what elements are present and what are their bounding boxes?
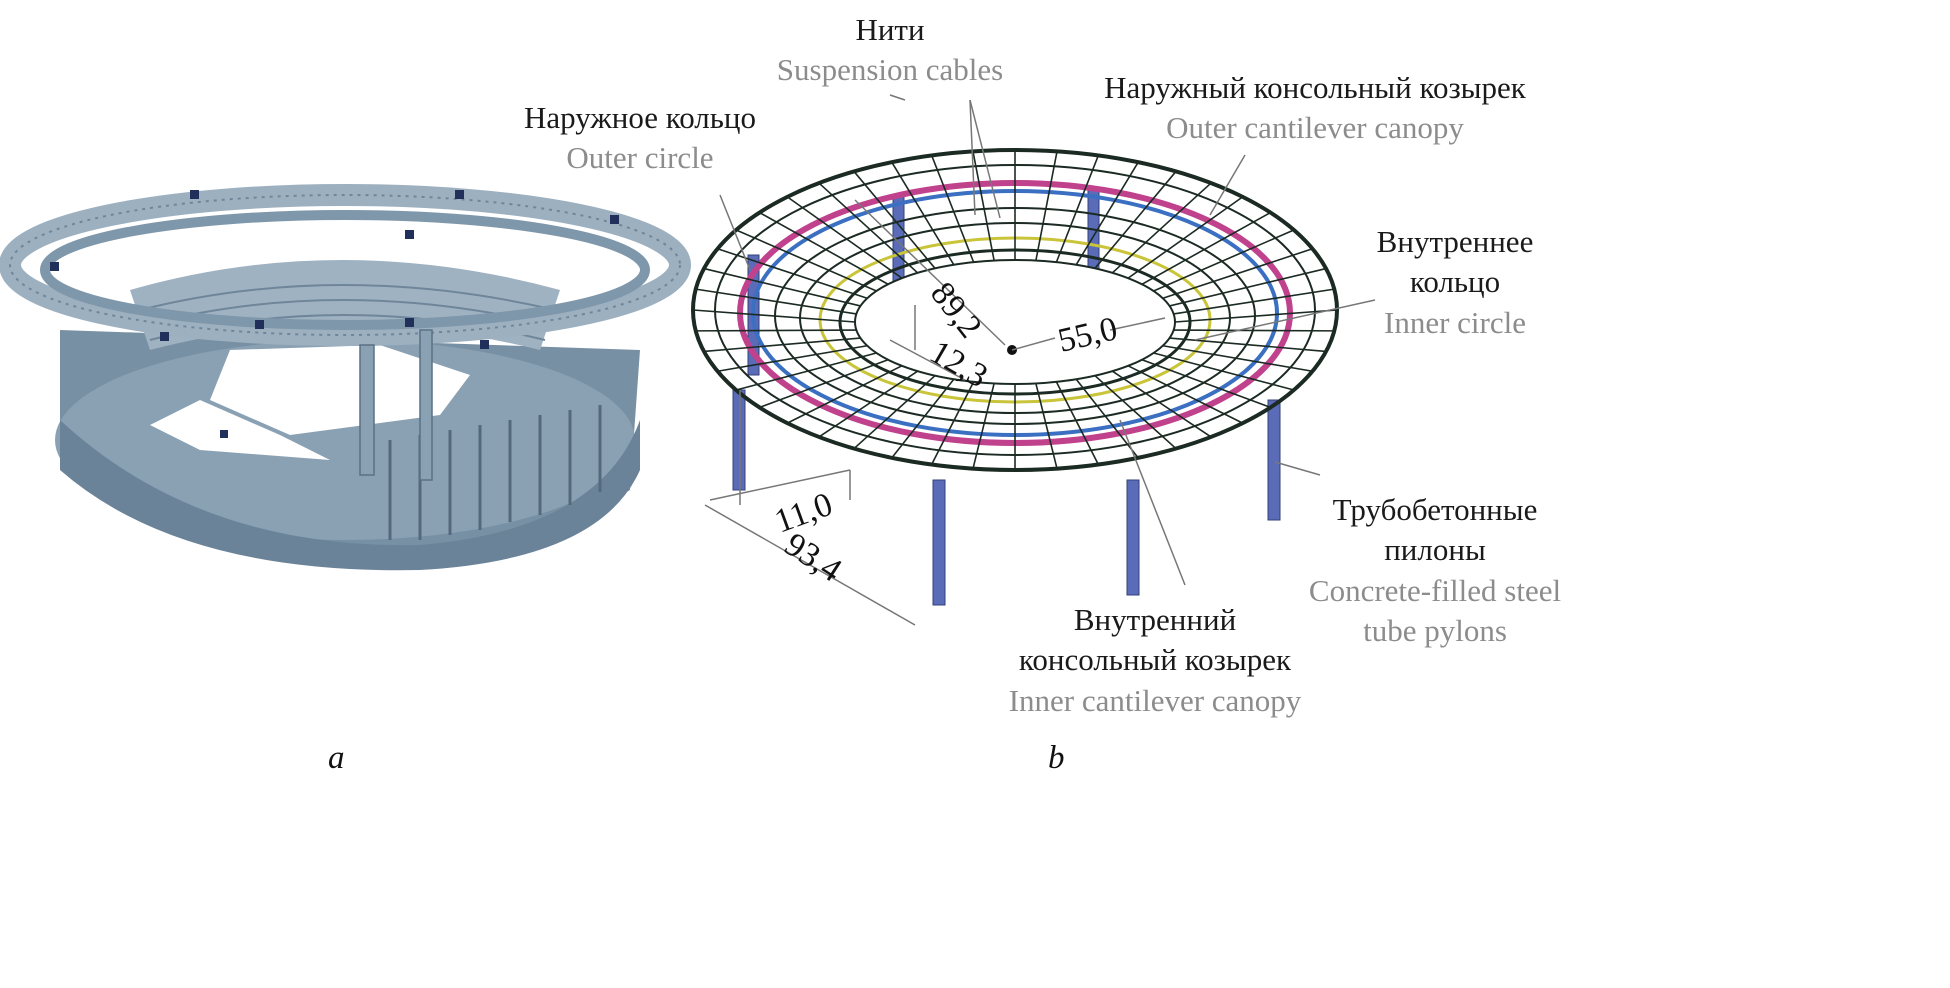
mesh-radial-line: [891, 378, 955, 459]
mesh-radial-line: [1127, 365, 1244, 424]
mesh-radial-line: [1075, 161, 1139, 266]
mesh-radial-line: [786, 365, 903, 424]
mesh-radial-line: [1141, 358, 1271, 409]
label-cables: Нити Suspension cables: [770, 10, 1010, 91]
mesh-radial-line: [818, 370, 919, 438]
mesh-radial-line: [703, 267, 861, 307]
mesh-radial-line: [1162, 248, 1313, 300]
label-outer-ring-ru: Наружное кольцо: [523, 100, 756, 135]
mesh-radial-line: [692, 309, 856, 323]
mesh-radial-line: [1162, 344, 1313, 373]
mesh-radial-line: [1153, 352, 1295, 391]
label-outer-canopy-ru: Наружный консольный козырек: [1104, 70, 1526, 105]
label-cables-ru: Нити: [855, 12, 925, 47]
mesh-radial-line: [1174, 309, 1338, 323]
mesh-radial-line: [1075, 378, 1139, 459]
panel-label-a: a: [328, 740, 345, 776]
label-pylons: Трубобетонные пилоны Concrete-filled ste…: [1300, 490, 1570, 651]
label-inner-canopy-en: Inner cantilever canopy: [1008, 682, 1302, 718]
label-outer-ring-en: Outer circle: [566, 140, 714, 176]
label-inner-canopy-ru2: консольный козырек: [1018, 642, 1292, 678]
mesh-radial-line: [695, 288, 857, 315]
mesh-radial-line: [786, 196, 903, 279]
mesh-radial-line: [1153, 229, 1295, 292]
mesh-radial-line: [759, 358, 889, 409]
mesh-radial-line: [717, 344, 868, 373]
label-cables-en: Suspension cables: [776, 52, 1004, 88]
mesh-radial-line: [1173, 288, 1335, 315]
mesh-radial-line: [1055, 381, 1100, 465]
mesh-radial-line: [1094, 375, 1177, 450]
label-inner-ring-en: Inner circle: [1384, 304, 1526, 340]
mesh-radial-line: [930, 381, 975, 465]
mesh-radial-line: [1035, 151, 1058, 261]
mesh-radial-line: [735, 352, 877, 391]
pylon: [932, 479, 946, 606]
mesh-radial-line: [972, 383, 995, 469]
mesh-radial-line: [1094, 170, 1177, 269]
label-outer-canopy-en: Outer cantilever canopy: [1166, 110, 1464, 146]
pylon: [1267, 399, 1281, 521]
mesh-radial-line: [735, 229, 877, 292]
label-inner-canopy: Внутренний консольный козырек Inner cant…: [1000, 600, 1310, 721]
mesh-radial-line: [1055, 155, 1100, 263]
label-inner-ring: Внутреннее кольцо Inner circle: [1365, 222, 1545, 343]
label-inner-ring-ru2: кольцо: [1409, 264, 1501, 300]
mesh-radial-line: [1111, 182, 1212, 274]
mesh-radial-line: [1169, 267, 1327, 307]
pylon: [1126, 479, 1140, 596]
panel-label-b: b: [1048, 740, 1065, 776]
mesh-radial-line: [930, 155, 975, 263]
label-outer-ring: Наружное кольцо Outer circle: [515, 98, 765, 179]
mesh-radial-line: [759, 211, 889, 285]
mesh-radial-line: [1173, 329, 1335, 332]
label-pylons-ru1: Трубобетонные: [1332, 492, 1538, 527]
mesh-radial-line: [972, 151, 995, 261]
label-pylons-en1: Concrete-filled steel: [1308, 572, 1562, 608]
label-inner-ring-ru1: Внутреннее: [1376, 224, 1534, 259]
label-inner-canopy-ru1: Внутренний: [1073, 602, 1237, 637]
mesh-radial-line: [1169, 337, 1327, 353]
mesh-radial-line: [853, 375, 936, 450]
mesh-radial-line: [891, 161, 955, 266]
mesh-radial-line: [695, 329, 857, 332]
pylon: [732, 389, 746, 491]
mesh-radial-line: [1111, 370, 1212, 438]
mesh-radial-line: [853, 170, 936, 269]
label-pylons-en2: tube pylons: [1363, 612, 1507, 648]
mesh-radial-line: [1141, 211, 1271, 285]
mesh-radial-line: [818, 182, 919, 274]
stadium-model-illustration: [0, 184, 691, 571]
mesh-radial-line: [1035, 383, 1058, 469]
label-pylons-ru2: пилоны: [1384, 532, 1486, 568]
mesh-radial-line: [1127, 196, 1244, 279]
label-outer-canopy: Наружный консольный козырек Outer cantil…: [1095, 68, 1535, 149]
mesh-radial-line: [703, 337, 861, 353]
mesh-radial-line: [717, 248, 868, 300]
